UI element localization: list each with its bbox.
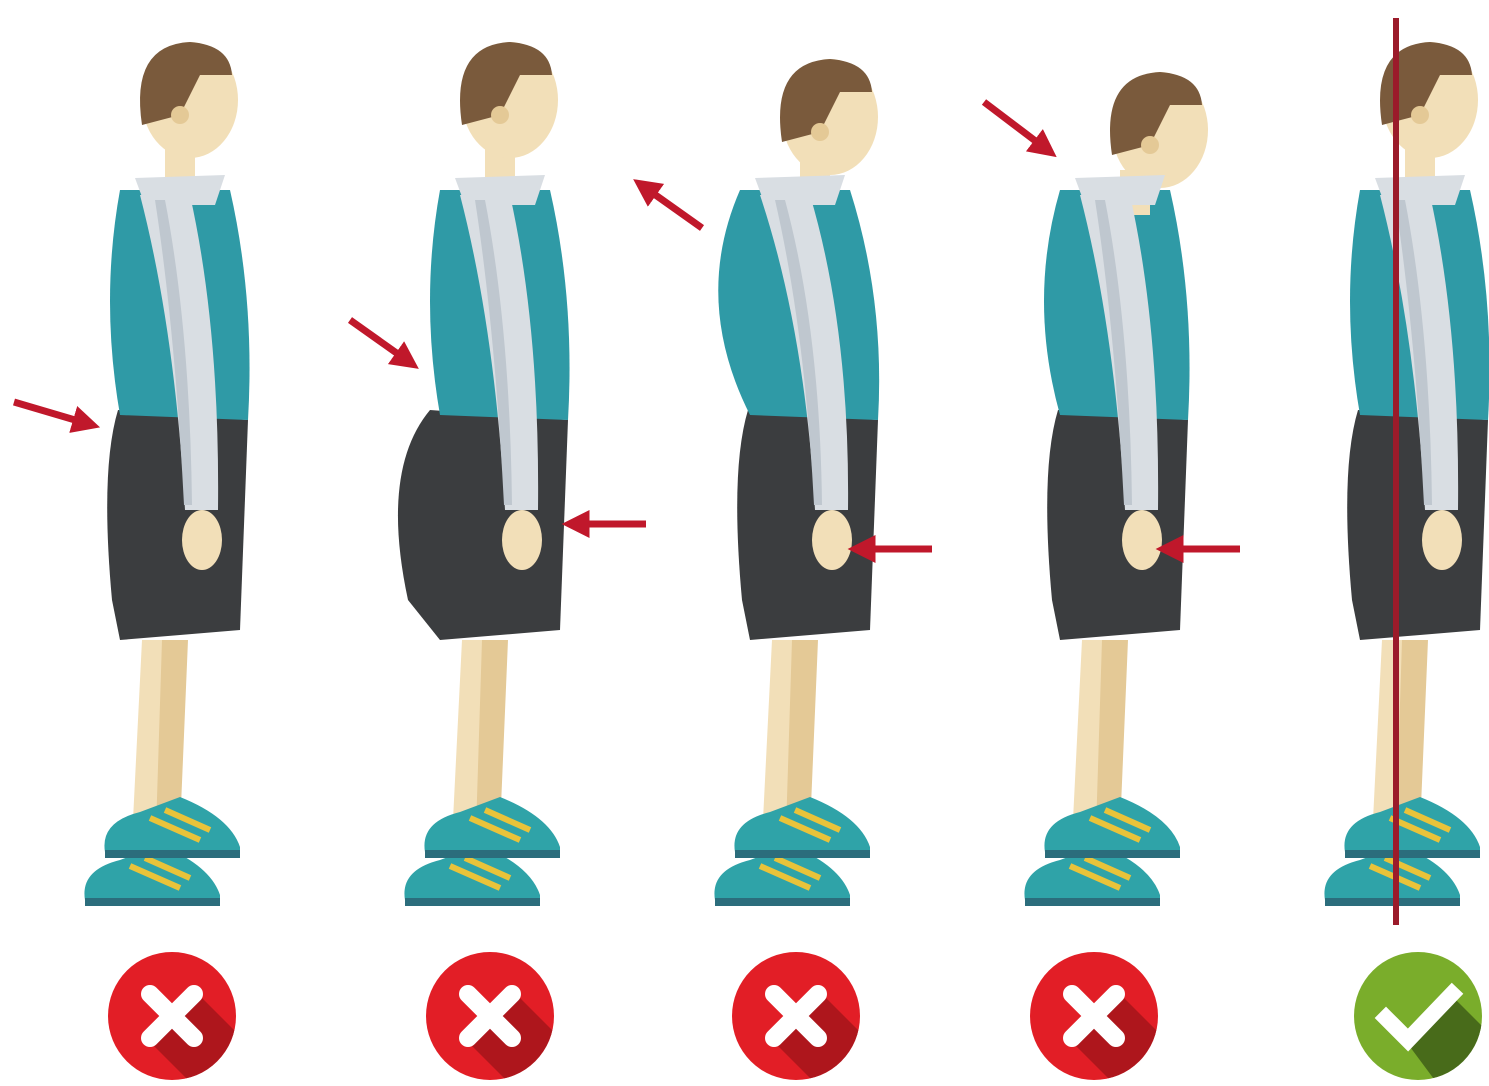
ear [491, 106, 509, 124]
neck-arrow [984, 102, 1050, 152]
shorts [398, 410, 568, 640]
shorts [1047, 410, 1188, 640]
flat-back-figure [84, 42, 249, 906]
lower-back-arrow [14, 402, 92, 425]
kyphosis-figure [714, 59, 879, 906]
hand [182, 510, 222, 570]
incorrect-badge [732, 952, 886, 1086]
ear [1141, 136, 1159, 154]
hand [1122, 510, 1162, 570]
ear [1411, 106, 1429, 124]
shorts [737, 410, 878, 640]
shoe [1044, 797, 1180, 858]
correct-posture-figure [1324, 42, 1489, 906]
shoe [424, 797, 560, 858]
shoe [734, 797, 870, 858]
shoe [104, 797, 240, 858]
correct-badge [1354, 952, 1489, 1086]
hand [1422, 510, 1462, 570]
incorrect-badge [1030, 952, 1184, 1086]
hand [502, 510, 542, 570]
hand [812, 510, 852, 570]
incorrect-badge [108, 952, 262, 1086]
ear [811, 123, 829, 141]
shoe [1344, 797, 1480, 858]
incorrect-badge [426, 952, 580, 1086]
sway-back-figure [398, 42, 570, 906]
buttocks-arrow [350, 320, 412, 364]
shorts [107, 410, 248, 640]
forward-head-figure [1024, 72, 1208, 906]
shorts [1347, 410, 1488, 640]
ear [171, 106, 189, 124]
upper-back-arrow [640, 184, 702, 228]
